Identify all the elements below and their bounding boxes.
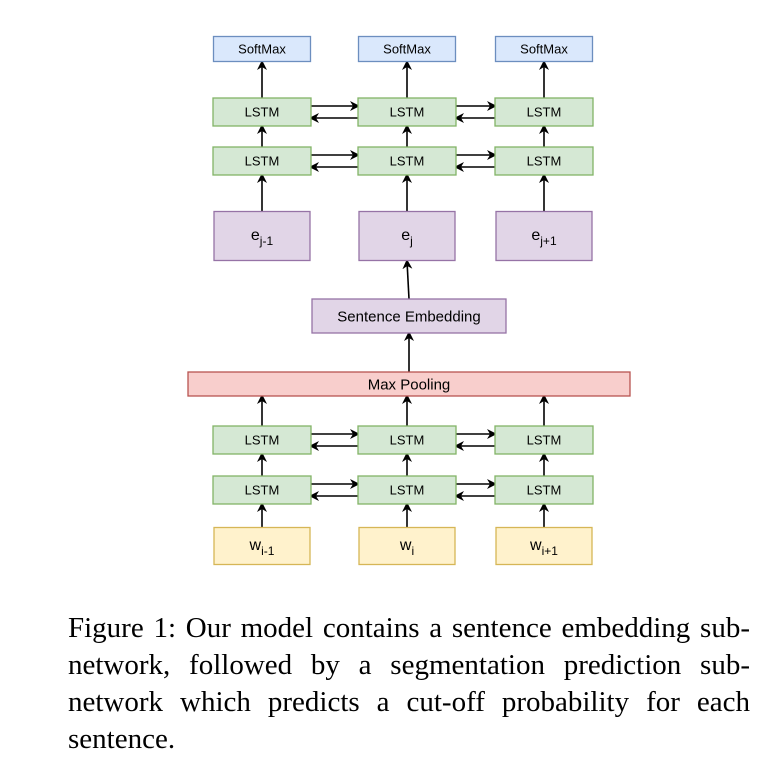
- upper-lstm-layer1-2: LSTM: [357, 146, 457, 176]
- upper-lstm-layer1-3-box: [494, 146, 594, 176]
- lower-lstm-layer1-3-label: LSTM: [527, 483, 562, 498]
- max-pooling-node-label: Max Pooling: [368, 376, 451, 393]
- word-node-1-label: wi-1: [249, 537, 275, 558]
- word-node-3-label: wi+1: [529, 537, 558, 558]
- softmax-node-2-label: SoftMax: [383, 42, 431, 57]
- word-node-1: wi-1: [213, 526, 311, 566]
- softmax-node-1-box: [212, 35, 312, 63]
- upper-lstm-layer2-1-label: LSTM: [245, 105, 280, 120]
- word-node-3-box: [495, 526, 593, 566]
- word-node-1-box: [213, 526, 311, 566]
- softmax-node-3: SoftMax: [494, 35, 594, 63]
- max-pooling-node: Max Pooling: [187, 371, 631, 397]
- lower-lstm-layer1-1-box: [212, 475, 312, 505]
- sentence-embedding-node-label: Sentence Embedding: [337, 308, 480, 325]
- upper-lstm-layer1-3-label: LSTM: [527, 154, 562, 169]
- embedding-node-3-box: [495, 210, 593, 262]
- sentence-embedding-node: Sentence Embedding: [311, 298, 507, 334]
- arrow-layer: [257, 60, 549, 527]
- word-node-2: wi: [358, 526, 456, 566]
- softmax-node-2-box: [357, 35, 457, 63]
- lower-lstm-layer1-2-box: [357, 475, 457, 505]
- arrow-sentence-embedding-to-ej: [402, 259, 413, 300]
- embedding-node-2-box: [358, 210, 456, 262]
- lower-lstm-layer2-1-box: [212, 425, 312, 455]
- lower-lstm-layer2-3-box: [494, 425, 594, 455]
- upper-lstm-layer2-2-box: [357, 97, 457, 127]
- lower-lstm-layer1-2: LSTM: [357, 475, 457, 505]
- word-node-2-box: [358, 526, 456, 566]
- upper-lstm-layer2-1-box: [212, 97, 312, 127]
- lower-lstm-layer2-3: LSTM: [494, 425, 594, 455]
- upper-lstm-layer2-3-label: LSTM: [527, 105, 562, 120]
- lower-lstm-layer1-1-label: LSTM: [245, 483, 280, 498]
- lower-lstm-layer2-2-box: [357, 425, 457, 455]
- softmax-node-1: SoftMax: [212, 35, 312, 63]
- lower-lstm-layer2-3-label: LSTM: [527, 433, 562, 448]
- embedding-node-1-label: ej-1: [251, 227, 274, 248]
- upper-lstm-layer1-3: LSTM: [494, 146, 594, 176]
- upper-lstm-layer1-2-box: [357, 146, 457, 176]
- lower-lstm-layer1-3: LSTM: [494, 475, 594, 505]
- upper-lstm-layer1-1: LSTM: [212, 146, 312, 176]
- softmax-node-1-label: SoftMax: [238, 42, 286, 57]
- word-node-2-label: wi: [399, 537, 414, 558]
- upper-lstm-layer1-1-label: LSTM: [245, 154, 280, 169]
- embedding-node-1: ej-1: [213, 210, 311, 262]
- figure-caption: Figure 1: Our model contains a sentence …: [68, 612, 750, 755]
- softmax-node-3-label: SoftMax: [520, 42, 568, 57]
- sentence-embedding-node-box: [311, 298, 507, 334]
- lower-lstm-layer2-1-label: LSTM: [245, 433, 280, 448]
- embedding-node-2-label: ej: [401, 227, 413, 248]
- embedding-node-3-label: ej+1: [531, 227, 557, 248]
- upper-lstm-layer2-2: LSTM: [357, 97, 457, 127]
- embedding-node-3: ej+1: [495, 210, 593, 262]
- word-node-3: wi+1: [495, 526, 593, 566]
- lower-lstm-layer2-2: LSTM: [357, 425, 457, 455]
- upper-lstm-layer2-3-box: [494, 97, 594, 127]
- lower-lstm-layer2-1: LSTM: [212, 425, 312, 455]
- upper-lstm-layer2-1: LSTM: [212, 97, 312, 127]
- lower-lstm-layer1-1: LSTM: [212, 475, 312, 505]
- embedding-node-2: ej: [358, 210, 456, 262]
- upper-lstm-layer1-1-box: [212, 146, 312, 176]
- embedding-node-1-box: [213, 210, 311, 262]
- lower-lstm-layer2-2-label: LSTM: [390, 433, 425, 448]
- upper-lstm-layer2-2-label: LSTM: [390, 105, 425, 120]
- softmax-node-2: SoftMax: [357, 35, 457, 63]
- softmax-node-3-box: [494, 35, 594, 63]
- max-pooling-node-box: [187, 371, 631, 397]
- upper-lstm-layer1-2-label: LSTM: [390, 154, 425, 169]
- lower-lstm-layer1-3-box: [494, 475, 594, 505]
- lower-lstm-layer1-2-label: LSTM: [390, 483, 425, 498]
- upper-lstm-layer2-3: LSTM: [494, 97, 594, 127]
